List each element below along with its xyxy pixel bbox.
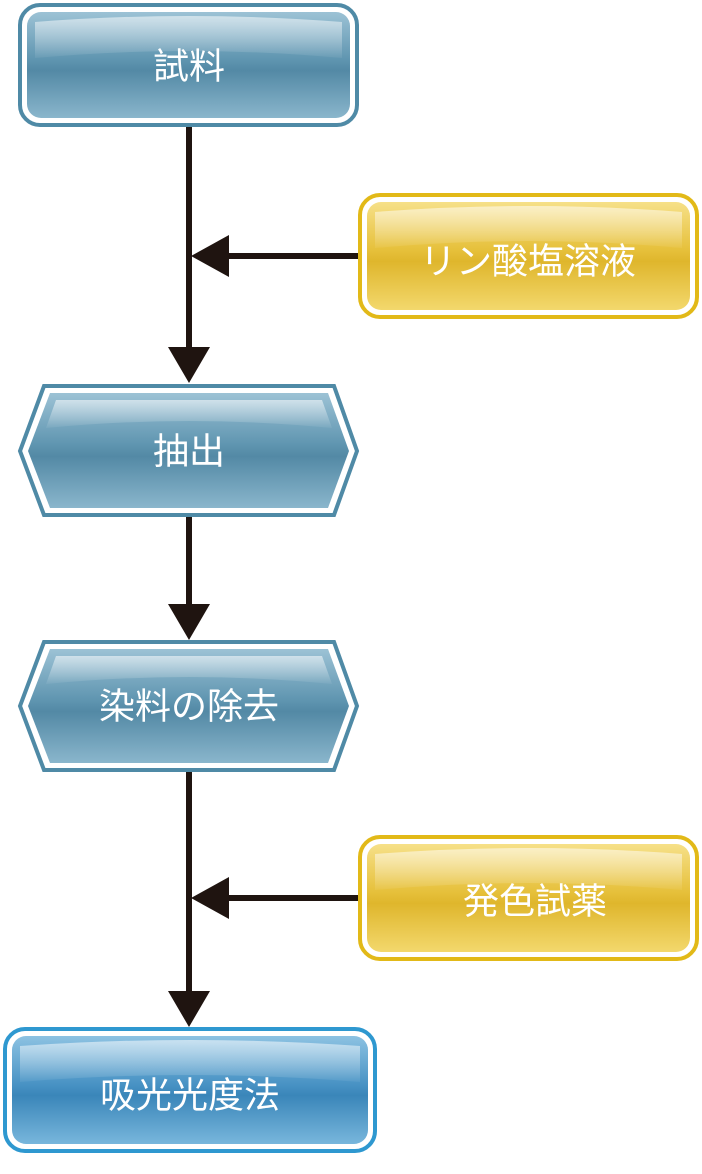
arrowhead-down-2 [168,604,210,640]
arrowhead-down-1 [168,347,210,383]
arrowhead-left-2 [191,877,229,919]
node-dye-removal-label: 染料の除去 [99,687,279,728]
arrowhead-down-3 [168,991,210,1027]
node-sample: 試料 [18,3,359,127]
arrowhead-left-1 [191,235,229,277]
connectors [186,127,360,995]
node-spectrophotometry-label: 吸光光度法 [100,1076,280,1117]
node-phosphate-solution: リン酸塩溶液 [358,193,699,319]
node-color-reagent-label: 発色試薬 [463,882,607,923]
node-spectrophotometry: 吸光光度法 [3,1027,377,1153]
node-color-reagent: 発色試薬 [358,835,699,961]
node-extraction-label: 抽出 [153,432,225,473]
arrowheads [168,235,229,1027]
node-phosphate-solution-label: リン酸塩溶液 [420,242,636,283]
node-sample-label: 試料 [153,47,225,88]
node-dye-removal: 染料の除去 [17,640,360,772]
node-extraction: 抽出 [17,384,360,517]
